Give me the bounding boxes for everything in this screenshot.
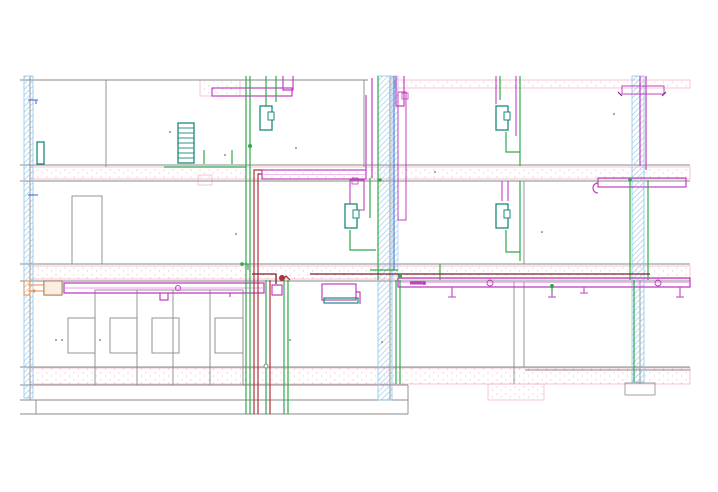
piping-green	[164, 76, 649, 414]
wall-center	[377, 75, 393, 401]
slab-upper	[29, 166, 691, 180]
wall-unit-left	[36, 141, 45, 165]
equipment	[36, 105, 511, 229]
structure-lines	[20, 76, 690, 415]
wall-right	[631, 75, 645, 383]
footing-pad-small	[624, 382, 656, 396]
slab-marker-left	[197, 174, 213, 186]
footing-pad	[487, 383, 545, 401]
slab-middle	[29, 265, 691, 280]
walls	[23, 75, 645, 401]
ductwork	[23, 76, 691, 304]
piping-blue	[28, 76, 395, 270]
fittings	[32, 113, 632, 369]
piping-red	[252, 169, 650, 414]
floor-slabs	[29, 79, 691, 401]
wall-left	[23, 75, 34, 399]
